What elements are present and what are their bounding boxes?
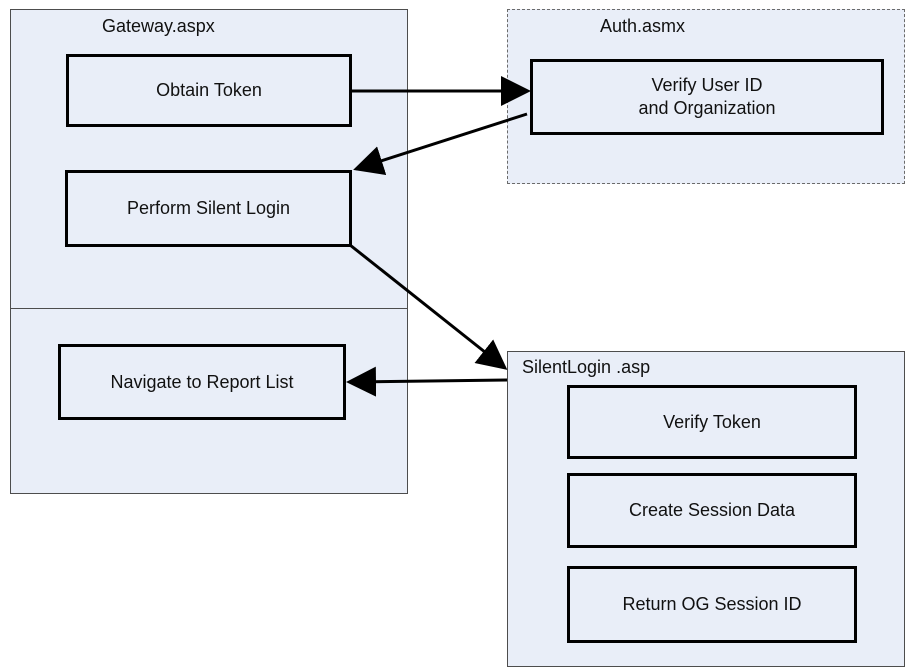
obtain-token-step: Obtain Token [66, 54, 352, 127]
gateway-label: Gateway.aspx [102, 16, 215, 36]
arrow-verify-user-to-silent-login [353, 112, 528, 176]
auth-label: Auth.asmx [600, 16, 686, 36]
arrow-silent-login-to-silentlogin-asp [349, 243, 508, 370]
silentlogin-label: SilentLogin .asp [522, 357, 651, 377]
perform-silent-login-step: Perform Silent Login [65, 170, 352, 247]
arrow-silentlogin-asp-to-report-list [346, 366, 508, 397]
navigate-report-list-step: Navigate to Report List [58, 344, 346, 420]
create-session-data-step: Create Session Data [567, 473, 857, 548]
gateway-section-divider [10, 308, 408, 309]
verify-user-step: Verify User ID and Organization [530, 59, 884, 135]
return-session-id-step: Return OG Session ID [567, 566, 857, 643]
verify-token-step: Verify Token [567, 385, 857, 459]
